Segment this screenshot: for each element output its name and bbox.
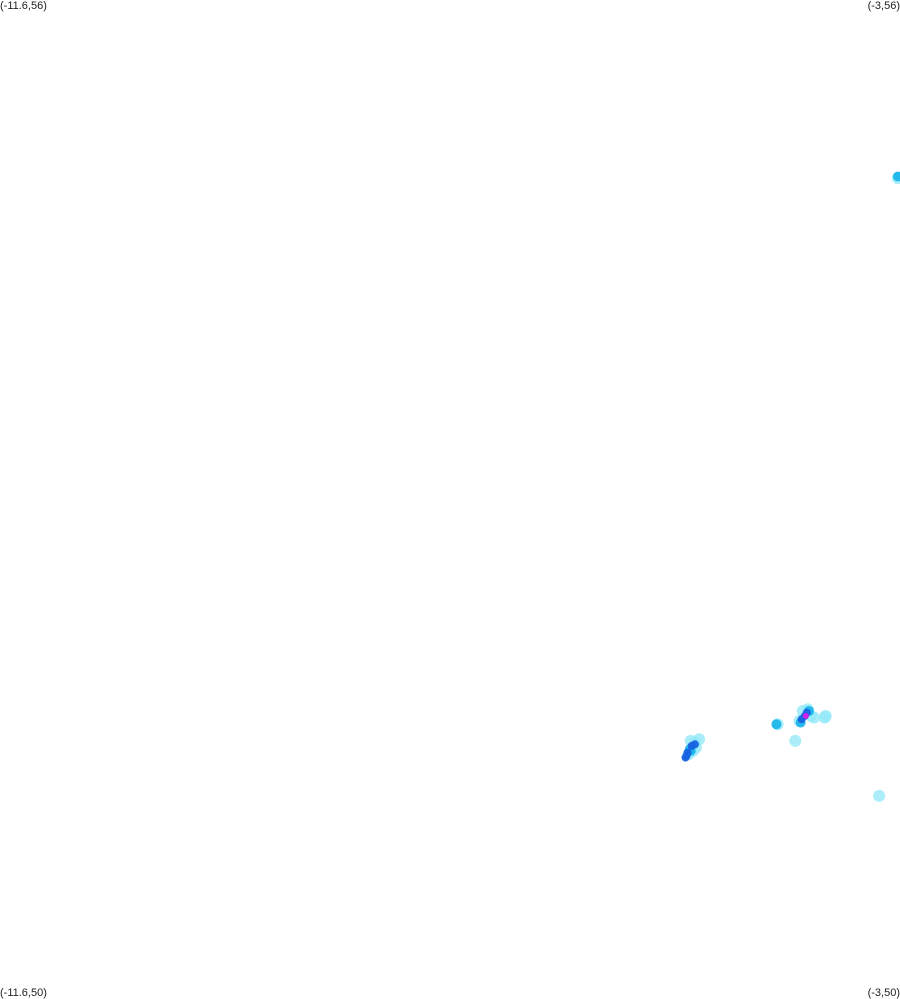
precipitation-echo — [892, 171, 900, 182]
precipitation-echo — [789, 734, 802, 747]
corner-label-northwest: (-11.6,56) — [0, 0, 47, 12]
precipitation-echo — [802, 712, 809, 719]
corner-label-southeast: (-3,50) — [867, 987, 900, 999]
precipitation-echo — [873, 789, 886, 802]
corner-label-northeast: (-3,56) — [867, 0, 900, 12]
corner-label-southwest: (-11.6,50) — [0, 987, 47, 999]
precipitation-echo — [771, 719, 782, 730]
precipitation-echo — [687, 741, 696, 750]
precipitation-echo — [681, 753, 690, 762]
precipitation-echo — [818, 711, 831, 724]
